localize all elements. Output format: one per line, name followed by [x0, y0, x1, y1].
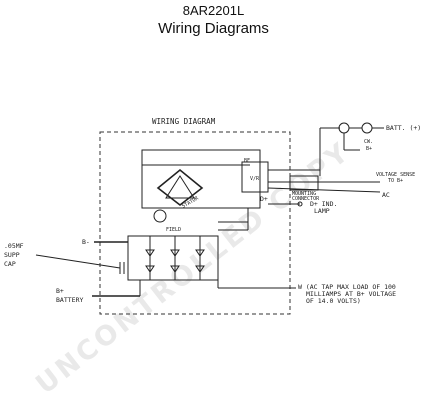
diode-5: [170, 265, 180, 273]
diagram-heading: WIRING DIAGRAM: [152, 117, 216, 126]
stator-triangle: [165, 175, 195, 199]
supp-cap-label-2: SUPP: [4, 251, 20, 259]
w-note-1: W (AC TAP MAX LOAD OF 100: [298, 283, 396, 291]
part-number: 8AR2201L: [182, 3, 245, 18]
mounting-connector: [289, 175, 319, 191]
w-note-3: OF 14.0 VOLTS): [306, 297, 361, 305]
stator-frame: [156, 168, 204, 207]
regulator-box: [141, 149, 261, 209]
w-note-2: MILLIAMPS AT B+ VOLTAGE: [306, 290, 396, 298]
diode-4: [145, 265, 155, 273]
battery-terminal: [361, 122, 373, 134]
voltage-sense-label-2: TO B+: [388, 178, 403, 184]
battery-label: BATTERY: [56, 296, 83, 304]
diode-2: [170, 249, 180, 257]
mounting-label-1: MOUNTING: [292, 191, 316, 197]
diode-6: [195, 265, 205, 273]
ind-lamp-label-1: D+ IND.: [310, 200, 337, 208]
batt-label: BATT. (+): [386, 124, 421, 132]
b-plus-label: B+: [56, 287, 64, 295]
switch-lamp: [338, 122, 350, 134]
field-coil: [153, 209, 167, 223]
mounting-label-2: CONNECTOR: [292, 196, 320, 202]
rectifier-box: [127, 235, 219, 281]
supp-cap-label-1: .05MF: [4, 242, 24, 250]
cw-label-2: B+: [366, 146, 372, 152]
supp-cap-leader: [35, 254, 121, 269]
supp-cap-label-3: CAP: [4, 260, 16, 268]
regulator-module: [241, 161, 269, 193]
field-label: FIELD: [166, 227, 181, 233]
module-mark: V/R: [250, 176, 260, 182]
cw-label-1: CW.: [364, 139, 373, 145]
b-minus-label: B-: [82, 238, 90, 246]
diode-1: [145, 249, 155, 257]
d-plus-terminal: [297, 201, 303, 207]
ac-out-wire: [267, 187, 381, 193]
d-plus-label: D+: [260, 195, 268, 203]
alternator-enclosure: [99, 131, 291, 315]
page-title: Wiring Diagrams: [158, 20, 269, 37]
ac-label: AC: [382, 191, 390, 199]
ind-lamp-label-2: LAMP: [314, 207, 330, 215]
voltage-sense-label-1: VOLTAGE SENSE: [376, 172, 415, 178]
diode-3: [195, 249, 205, 257]
bf-label: BF: [244, 158, 250, 164]
